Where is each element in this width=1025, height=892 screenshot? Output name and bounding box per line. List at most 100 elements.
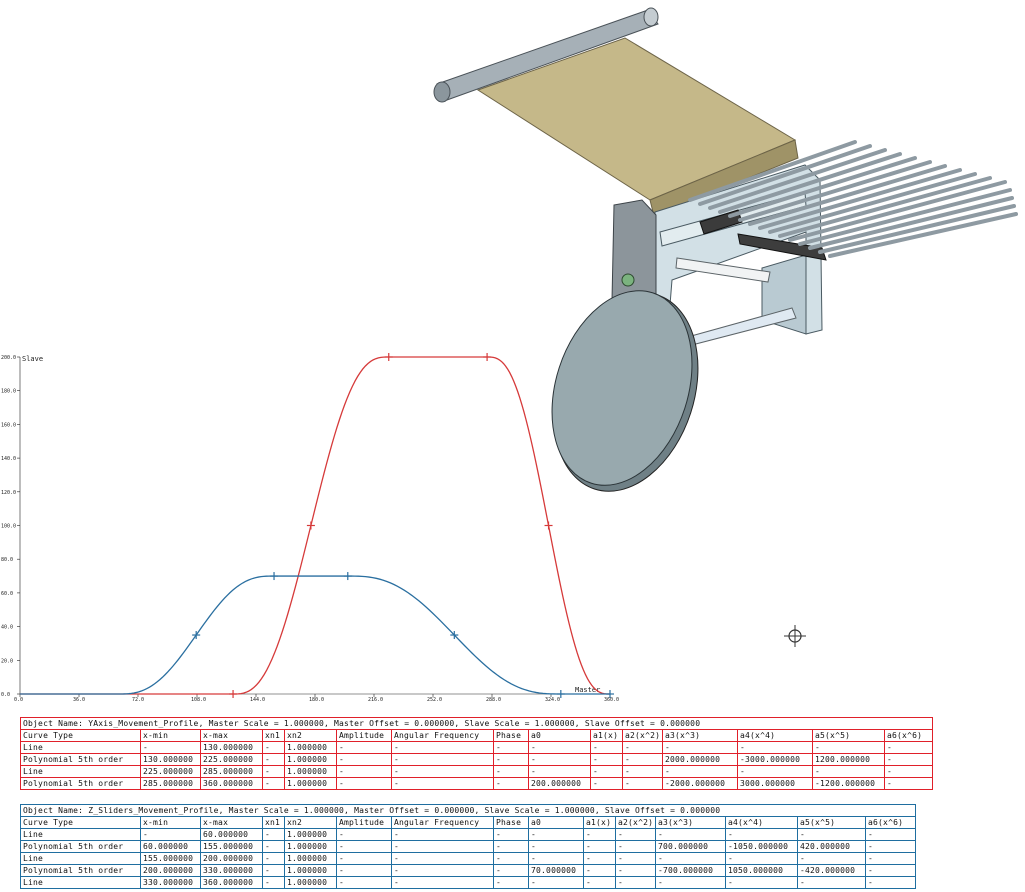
table-cell: 200.000000: [140, 864, 201, 877]
table-cell: -: [336, 852, 392, 865]
series-marker: [343, 572, 352, 581]
table-cell: -: [797, 876, 866, 889]
column-header: Phase: [493, 729, 529, 742]
table-cell: -: [493, 852, 529, 865]
column-header: x-min: [140, 729, 201, 742]
table-cell: 1.000000: [284, 828, 337, 841]
series-marker: [483, 353, 492, 361]
table-cell: -: [615, 828, 656, 841]
table-cell: Line: [20, 828, 141, 841]
table-cell: 1.000000: [284, 753, 337, 766]
series-marker: [306, 521, 315, 530]
table-cell: -: [615, 852, 656, 865]
table-row: Line-60.000000-1.000000----------: [20, 828, 917, 841]
series-marker: [556, 690, 565, 698]
table-cell: -: [391, 852, 494, 865]
table-cell: 1.000000: [284, 741, 337, 754]
table-cell: Line: [20, 852, 141, 865]
x-tick-label: 360.0: [604, 697, 619, 703]
table-cell: -: [864, 876, 917, 889]
column-header: x-max: [200, 816, 263, 829]
series-marker: [450, 631, 459, 640]
table-cell: -: [140, 741, 201, 754]
column-header: a6(x^6): [883, 729, 934, 742]
table-cell: -: [590, 753, 623, 766]
table-cell: -: [140, 828, 201, 841]
crosshair-cursor-icon: [784, 625, 806, 647]
series-line-0: [20, 356, 611, 695]
table-cell: -700.000000: [655, 864, 726, 877]
table-cell: 285.000000: [140, 777, 201, 790]
table-cell: -: [493, 840, 529, 853]
table-cell: 2000.000000: [662, 753, 738, 766]
table-cell: -: [528, 753, 591, 766]
column-header: a5(x^5): [812, 729, 885, 742]
table-cell: Polynomial 5th order: [20, 840, 141, 853]
y-tick-label: 180.0: [1, 389, 16, 395]
table-cell: -: [493, 828, 529, 841]
table-cell: -: [262, 753, 285, 766]
column-header: a3(x^3): [655, 816, 726, 829]
table-cell: -: [528, 828, 584, 841]
table-cell: -: [615, 876, 656, 889]
x-tick-label: 36.0: [73, 697, 85, 703]
table-cell: -: [262, 741, 285, 754]
table-cell: -: [336, 777, 392, 790]
table-cell: -: [391, 864, 494, 877]
table-cell: -: [493, 753, 529, 766]
table-cell: 285.000000: [200, 765, 263, 778]
table-cell: 60.000000: [140, 840, 201, 853]
series-marker: [606, 690, 614, 698]
table-cell: -: [262, 876, 285, 889]
table-cell: 700.000000: [655, 840, 726, 853]
table-cell: 60.000000: [200, 828, 263, 841]
table-cell: -: [493, 765, 529, 778]
table-cell: -: [737, 765, 813, 778]
table-cell: -: [797, 852, 866, 865]
y-axis-label: Slave: [22, 355, 43, 363]
table-cell: -: [336, 765, 392, 778]
table-cell: 360.000000: [200, 876, 263, 889]
table-cell: -: [622, 765, 663, 778]
table-cell: Line: [20, 765, 141, 778]
table-cell: -: [493, 741, 529, 754]
x-tick-label: 288.0: [486, 697, 501, 703]
column-header: a6(x^6): [864, 816, 917, 829]
table-cell: -: [262, 828, 285, 841]
table-cell: -: [864, 840, 917, 853]
table-cell: Polynomial 5th order: [20, 864, 141, 877]
table-cell: 130.000000: [140, 753, 201, 766]
table-title: Object Name: YAxis_Movement_Profile, Mas…: [19, 717, 934, 730]
table-cell: -420.000000: [797, 864, 866, 877]
series-marker: [229, 690, 238, 698]
table-cell: -: [528, 876, 584, 889]
column-header: a1(x): [583, 816, 616, 829]
x-tick-label: 180.0: [309, 697, 324, 703]
column-header: Curve Type: [20, 729, 141, 742]
series-marker: [270, 572, 279, 581]
table-cell: -: [262, 840, 285, 853]
column-header: x-min: [140, 816, 201, 829]
column-header: a5(x^5): [797, 816, 866, 829]
table-cell: -: [812, 765, 885, 778]
column-header: a2(x^2): [615, 816, 656, 829]
table-cell: -: [336, 828, 392, 841]
table-cell: -: [615, 840, 656, 853]
table-cell: -: [391, 753, 494, 766]
series-marker: [192, 631, 201, 640]
x-tick-label: 216.0: [368, 697, 383, 703]
table-cell: -: [528, 741, 591, 754]
series-marker: [384, 353, 393, 361]
table-cell: -: [391, 828, 494, 841]
column-header: xn1: [262, 816, 285, 829]
table-cell: -: [583, 876, 616, 889]
table-cell: 155.000000: [200, 840, 263, 853]
column-header: a3(x^3): [662, 729, 738, 742]
table-cell: -: [583, 852, 616, 865]
table-cell: -: [528, 840, 584, 853]
